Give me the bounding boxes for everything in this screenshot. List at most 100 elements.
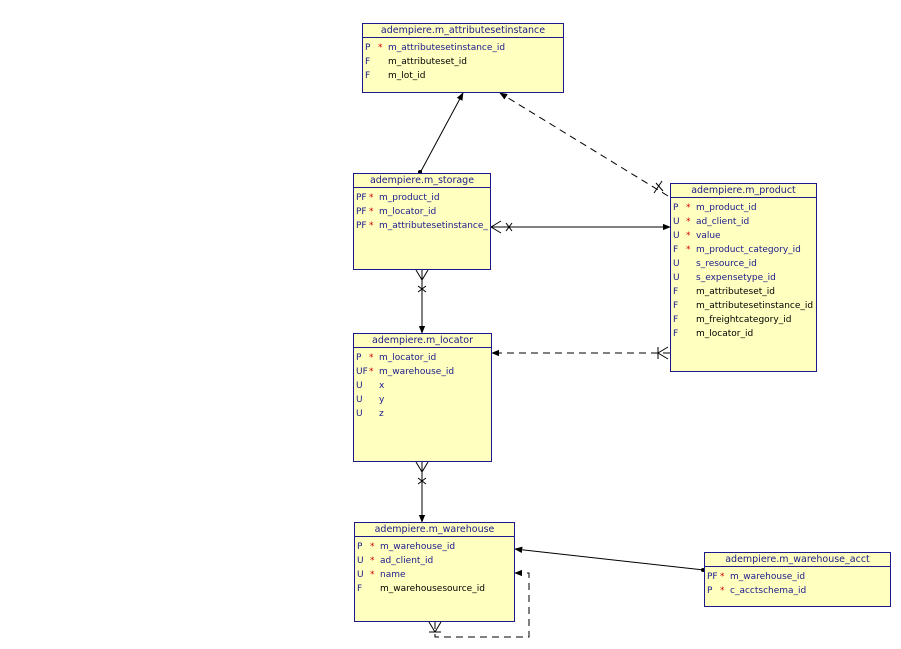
link-warehouse-self bbox=[428, 569, 530, 638]
column-key-flag: P bbox=[365, 43, 371, 53]
column-row[interactable]: U*ad_client_id bbox=[355, 554, 514, 568]
column-key-flag: P bbox=[357, 542, 363, 552]
link-storage-attributesetinstance bbox=[418, 92, 464, 174]
entity-m-attributesetinstance[interactable]: adempiere.m_attributesetinstance P * m_att… bbox=[362, 23, 564, 93]
column-name: s_expensetype_id bbox=[696, 273, 776, 283]
column-key-flag: F bbox=[673, 329, 679, 339]
column-row[interactable]: P*m_product_id bbox=[671, 201, 816, 215]
column-key-flag: PF bbox=[356, 193, 367, 203]
column-name: m_product_id bbox=[379, 193, 440, 203]
required-marker: * bbox=[369, 193, 374, 203]
column-row[interactable]: P * m_locator_id bbox=[354, 351, 491, 365]
column-row[interactable]: UF* m_warehouse_id bbox=[354, 365, 491, 379]
entity-m-warehouse-acct[interactable]: adempiere.m_warehouse_acct PF* m_warehous… bbox=[704, 552, 891, 607]
column-name: m_warehouse_id bbox=[379, 367, 455, 377]
column-key-flag: F bbox=[673, 301, 679, 311]
column-row[interactable]: P*m_warehouse_id bbox=[355, 540, 514, 554]
column-name: m_locator_id bbox=[379, 353, 437, 363]
column-key-flag: F bbox=[673, 315, 679, 325]
column-row[interactable]: U*name bbox=[355, 568, 514, 582]
column-name: m_warehousesource_id bbox=[380, 584, 485, 594]
column-row[interactable]: PF* m_product_id bbox=[354, 191, 490, 205]
column-key-flag: U bbox=[673, 217, 680, 227]
column-name: m_warehouse_id bbox=[730, 572, 806, 582]
column-name: y bbox=[379, 395, 385, 405]
entity-title: adempiere.m_product bbox=[671, 184, 816, 198]
column-row[interactable]: F*m_product_category_id bbox=[671, 243, 816, 257]
column-name: x bbox=[379, 381, 385, 391]
link-warehouseacct-warehouse bbox=[514, 546, 705, 572]
column-key-flag: U bbox=[357, 556, 364, 566]
column-key-flag: F bbox=[365, 71, 371, 81]
column-row[interactable]: U*ad_client_id bbox=[671, 215, 816, 229]
link-storage-locator bbox=[415, 269, 429, 334]
column-key-flag: UF bbox=[356, 367, 368, 377]
column-key-flag: F bbox=[357, 584, 363, 594]
column-name: m_attributeset_id bbox=[696, 287, 775, 297]
column-row[interactable]: PF* m_warehouse_id bbox=[705, 570, 890, 584]
required-marker: * bbox=[686, 217, 691, 227]
column-row[interactable]: PF*m_locator_id bbox=[354, 205, 490, 219]
column-name: m_product_id bbox=[696, 203, 757, 213]
required-marker: * bbox=[720, 572, 725, 582]
column-key-flag: U bbox=[356, 395, 363, 405]
column-key-flag: U bbox=[357, 570, 364, 580]
required-marker: * bbox=[370, 570, 375, 580]
required-marker: * bbox=[369, 207, 374, 217]
column-key-flag: U bbox=[356, 409, 363, 419]
column-key-flag: PF bbox=[356, 221, 367, 231]
column-name: m_locator_id bbox=[696, 329, 754, 339]
column-name: m_attributesetinstance_id bbox=[696, 301, 814, 311]
column-row[interactable]: PF*m_attributesetinstance_ bbox=[354, 219, 490, 233]
column-name: m_attributeset_id bbox=[388, 57, 467, 67]
required-marker: * bbox=[369, 367, 374, 377]
entity-title: adempiere.m_storage bbox=[354, 174, 490, 188]
entity-title: adempiere.m_warehouse_acct bbox=[705, 553, 890, 567]
column-key-flag: U bbox=[673, 259, 680, 269]
column-row[interactable]: U*value bbox=[671, 229, 816, 243]
link-locator-warehouse bbox=[415, 461, 429, 523]
entity-title: adempiere.m_warehouse bbox=[355, 523, 514, 537]
required-marker: * bbox=[369, 353, 374, 363]
column-key-flag: PF bbox=[707, 572, 718, 582]
required-marker: * bbox=[378, 43, 383, 53]
column-key-flag: U bbox=[673, 273, 680, 283]
entity-title: adempiere.m_attributesetinstance bbox=[363, 24, 563, 38]
column-key-flag: U bbox=[673, 231, 680, 241]
column-key-flag: P bbox=[356, 353, 362, 363]
column-row[interactable]: P*m_attributesetinstance_id bbox=[363, 41, 563, 55]
column-name: s_resource_id bbox=[696, 259, 757, 269]
column-key-flag: U bbox=[356, 381, 363, 391]
column-key-flag: F bbox=[673, 245, 679, 255]
link-product-attributesetinstance bbox=[499, 92, 669, 197]
column-name: m_freightcategory_id bbox=[696, 315, 792, 325]
required-marker: * bbox=[686, 245, 691, 255]
required-marker: * bbox=[370, 556, 375, 566]
column-name: m_lot_id bbox=[388, 71, 426, 81]
column-row[interactable]: P*c_acctschema_id bbox=[705, 584, 890, 598]
column-name: m_locator_id bbox=[379, 207, 437, 217]
column-name: m_warehouse_id bbox=[380, 542, 456, 552]
required-marker: * bbox=[686, 203, 691, 213]
column-name: value bbox=[696, 231, 721, 241]
entity-title: adempiere.m_locator bbox=[354, 334, 491, 348]
